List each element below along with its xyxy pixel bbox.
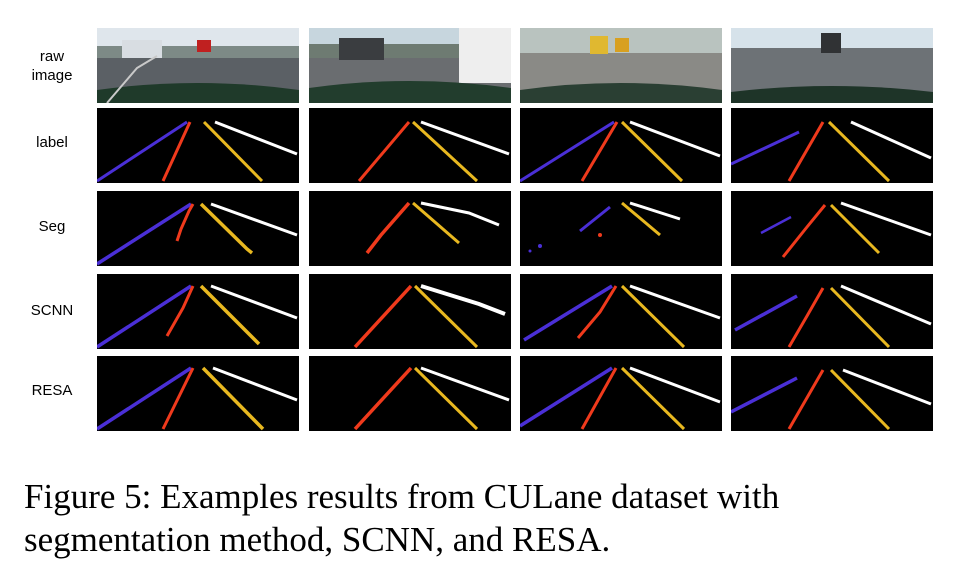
raw-image-4 <box>731 28 933 103</box>
label-map-2 <box>309 108 511 183</box>
row-label-scnn: SCNN <box>30 302 74 319</box>
seg-result-4 <box>731 191 933 266</box>
raw-image-3 <box>520 28 722 103</box>
scnn-result-4 <box>731 274 933 349</box>
raw-image-1 <box>97 28 299 103</box>
resa-result-4 <box>731 356 933 431</box>
seg-result-2 <box>309 191 511 266</box>
raw-image-2 <box>309 28 511 103</box>
scnn-result-1 <box>97 274 299 349</box>
row-label-raw-image: raw image <box>31 48 73 84</box>
scnn-result-2 <box>309 274 511 349</box>
row-label-label: label <box>36 134 68 151</box>
seg-result-1 <box>97 191 299 266</box>
resa-result-3 <box>520 356 722 431</box>
row-label-seg: Seg <box>38 218 66 235</box>
label-map-1 <box>97 108 299 183</box>
seg-result-3 <box>520 191 722 266</box>
figure-caption: Figure 5: Examples results from CULane d… <box>24 477 780 559</box>
row-label-resa: RESA <box>31 382 73 399</box>
resa-result-1 <box>97 356 299 431</box>
resa-result-2 <box>309 356 511 431</box>
scnn-result-3 <box>520 274 722 349</box>
label-map-4 <box>731 108 933 183</box>
label-map-3 <box>520 108 722 183</box>
